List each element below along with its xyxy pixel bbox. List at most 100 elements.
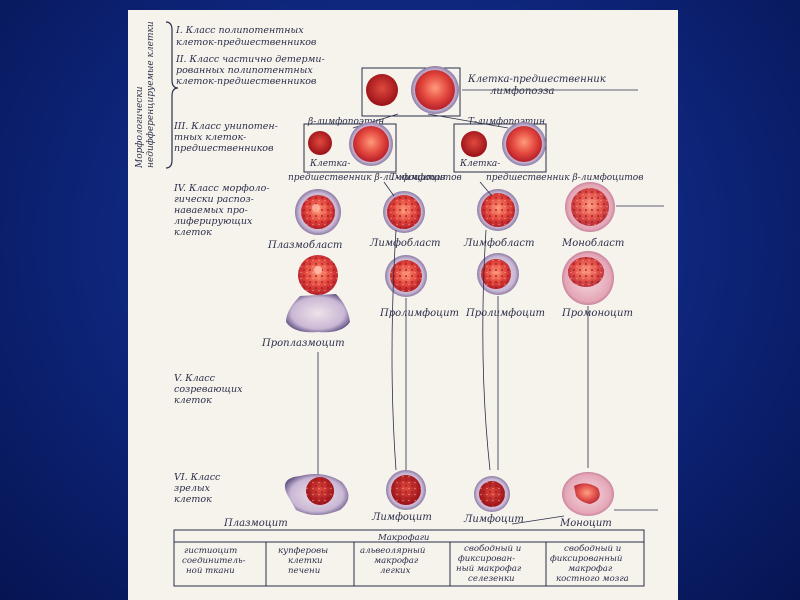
svg-text:клеток: клеток bbox=[174, 395, 212, 406]
svg-text:лиферирующих: лиферирующих bbox=[174, 216, 253, 227]
lineage-connectors bbox=[317, 181, 589, 478]
macrophage-table: Макрофаги гистиоцит соединитель- ной тка… bbox=[173, 529, 645, 587]
prolymphocyte-2-cell bbox=[477, 253, 519, 295]
svg-text:свободный и: свободный и bbox=[464, 543, 521, 554]
svg-text:клеток-предшественников: клеток-предшественников bbox=[176, 37, 317, 48]
svg-text:фиксирован-: фиксирован- bbox=[458, 554, 515, 564]
svg-text:печени: печени bbox=[288, 566, 320, 576]
precursor-small-cell bbox=[366, 74, 398, 106]
plasmocyte-label: Плазмоцит bbox=[223, 518, 288, 529]
svg-text:ной ткани: ной ткани bbox=[186, 566, 235, 576]
t-precursor-bottom: предшественник β-лимфоцитов bbox=[486, 173, 643, 183]
proplasmocyte-label: Проплазмоцит bbox=[261, 338, 345, 349]
svg-text:III. Класс унипотен-: III. Класс унипотен- bbox=[173, 121, 278, 132]
side-label-line-1: Морфологически bbox=[135, 86, 145, 169]
svg-text:фиксированный: фиксированный bbox=[550, 554, 622, 564]
table-col-2: купферовы клетки печени bbox=[278, 546, 328, 576]
proplasmocyte-cell bbox=[286, 294, 350, 333]
svg-text:ный макрофаг: ный макрофаг bbox=[456, 564, 522, 574]
lymphocyte-2-cell bbox=[474, 476, 510, 512]
prolymphocyte-1-cell bbox=[385, 255, 427, 297]
monocyte-label: Моноцит bbox=[559, 518, 612, 529]
class-5-label: V. Класс созревающих клеток bbox=[174, 373, 243, 406]
b-precursor-large bbox=[349, 122, 393, 166]
plasmoblast-cell bbox=[295, 189, 341, 235]
diagram-panel: Морфологически недифференцируемые клетки… bbox=[128, 10, 678, 600]
monocyte-to-table bbox=[511, 515, 565, 525]
svg-text:тных клеток-: тных клеток- bbox=[174, 132, 246, 143]
prolymphocyte-1-label: Пролимфоцит bbox=[379, 308, 459, 319]
svg-text:костного мозга: костного мозга bbox=[556, 574, 629, 584]
lymphocyte-1-label: Лимфоцит bbox=[371, 512, 432, 523]
svg-text:селезенки: селезенки bbox=[468, 574, 515, 584]
svg-text:макрофаг: макрофаг bbox=[568, 564, 613, 574]
t-poietin-label: Т-лимфопоэтин bbox=[468, 117, 545, 127]
plasmocyte-cell bbox=[284, 474, 349, 515]
svg-text:II. Класс частично детерми-: II. Класс частично детерми- bbox=[175, 54, 325, 65]
precursor-mid: Т-лимфоцитов bbox=[390, 173, 462, 183]
lymphoblast-2-label: Лимфобласт bbox=[463, 238, 534, 249]
class-4-label: IV. Класс морфоло- гически распоз- навае… bbox=[173, 183, 270, 238]
lymphocyte-1-cell bbox=[386, 470, 426, 510]
table-col-5: свободный и фиксированный макрофаг костн… bbox=[550, 543, 629, 584]
lymphoblast-2-cell bbox=[477, 189, 519, 231]
b-precursor-top: Клетка- bbox=[309, 159, 350, 169]
precursor-label-1: Клетка-предшественник bbox=[467, 74, 606, 85]
svg-text:V. Класс: V. Класс bbox=[174, 373, 216, 384]
proplasmocyte-upper-cell bbox=[298, 255, 338, 295]
svg-text:созревающих: созревающих bbox=[174, 384, 243, 395]
precursor-box bbox=[361, 67, 461, 117]
b-precursor-box bbox=[303, 123, 397, 173]
prolymphocyte-2-label: Пролимфоцит bbox=[465, 308, 545, 319]
svg-text:рованных полипотентных: рованных полипотентных bbox=[176, 65, 313, 76]
table-col-3: альвеолярный макрофаг легких bbox=[360, 546, 425, 576]
b-precursor-small bbox=[308, 131, 332, 155]
class-2-label: II. Класс частично детерми- рованных пол… bbox=[175, 54, 325, 87]
svg-text:купферовы: купферовы bbox=[278, 546, 328, 556]
svg-text:зрелых: зрелых bbox=[174, 483, 211, 494]
svg-text:альвеолярный: альвеолярный bbox=[360, 546, 425, 556]
promonocyte-label: Промоноцит bbox=[561, 308, 633, 319]
monocyte-cell bbox=[562, 472, 614, 516]
svg-text:клеток-предшественников: клеток-предшественников bbox=[176, 76, 317, 87]
lymphoblast-1-cell bbox=[383, 191, 425, 233]
plasmoblast-label: Плазмобласт bbox=[267, 240, 342, 251]
svg-text:предшественников: предшественников bbox=[174, 143, 274, 154]
monoblast-cell bbox=[565, 182, 615, 232]
t-precursor-small bbox=[461, 131, 487, 157]
class-1-label: I. Класс полипотентных клеток-предшестве… bbox=[175, 25, 317, 48]
svg-text:клеток: клеток bbox=[174, 227, 212, 238]
hematopoiesis-diagram: Морфологически недифференцируемые клетки… bbox=[135, 21, 664, 587]
svg-text:наваемых про-: наваемых про- bbox=[174, 205, 248, 216]
t-precursor-top: Клетка- bbox=[459, 159, 500, 169]
side-bracket bbox=[165, 21, 179, 169]
side-label-line-2: недифференцируемые клетки bbox=[146, 21, 156, 168]
svg-text:IV. Класс морфоло-: IV. Класс морфоло- bbox=[173, 183, 270, 194]
table-header: Макрофаги bbox=[377, 533, 429, 543]
svg-text:макрофаг: макрофаг bbox=[374, 556, 419, 566]
table-col-4: свободный и фиксирован- ный макрофаг сел… bbox=[456, 543, 522, 584]
svg-text:соединитель-: соединитель- bbox=[182, 556, 246, 566]
svg-text:легких: легких bbox=[380, 566, 411, 576]
precursor-label-2: лимфопоэза bbox=[490, 86, 554, 97]
svg-text:гически распоз-: гически распоз- bbox=[174, 194, 254, 205]
promonocyte-cell bbox=[562, 251, 614, 305]
svg-text:свободный и: свободный и bbox=[564, 543, 621, 554]
svg-text:гистиоцит: гистиоцит bbox=[184, 546, 237, 556]
svg-text:клеток: клеток bbox=[174, 494, 212, 505]
lymphocyte-2-label: Лимфоцит bbox=[463, 514, 524, 525]
table-col-1: гистиоцит соединитель- ной ткани bbox=[182, 546, 246, 576]
svg-text:клетки: клетки bbox=[288, 556, 323, 566]
svg-text:VI. Класс: VI. Класс bbox=[174, 472, 221, 483]
t-precursor-box bbox=[453, 123, 547, 173]
b-precursor-bottom: предшественник β-лимфоцитов bbox=[288, 173, 445, 183]
t-precursor-large bbox=[502, 122, 546, 166]
class-3-label: III. Класс унипотен- тных клеток- предше… bbox=[173, 121, 278, 154]
svg-text:I. Класс полипотентных: I. Класс полипотентных bbox=[175, 25, 304, 36]
lymphoblast-1-label: Лимфобласт bbox=[369, 238, 440, 249]
branch-t bbox=[427, 113, 509, 129]
b-poietin-label: β-лимфопоэтин bbox=[307, 117, 384, 127]
monoblast-label: Монобласт bbox=[561, 238, 624, 249]
class-6-label: VI. Класс зрелых клеток bbox=[174, 472, 221, 505]
precursor-large-cell bbox=[411, 66, 459, 114]
